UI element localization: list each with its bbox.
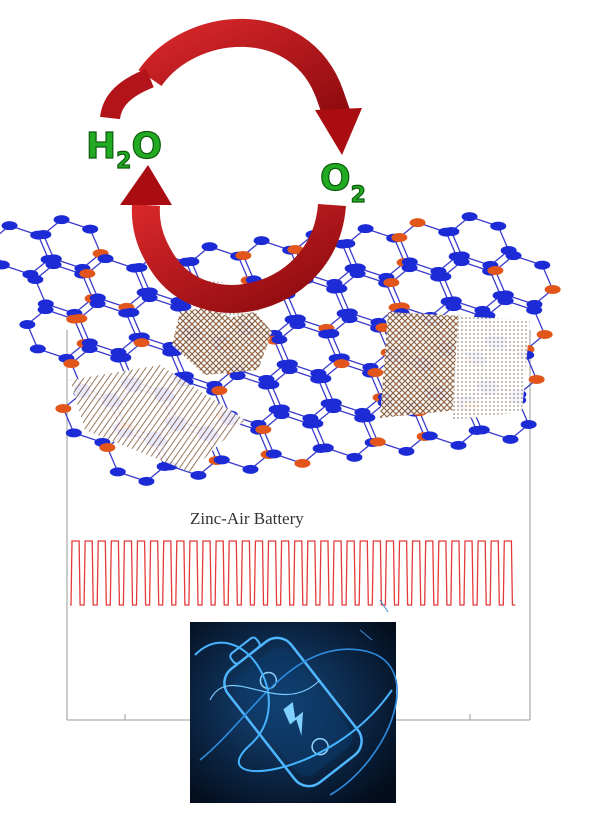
carbon-atom bbox=[502, 434, 519, 444]
carbon-atom bbox=[19, 320, 36, 330]
nanoparticle-left bbox=[70, 365, 245, 472]
o2-label: O2 bbox=[320, 158, 366, 208]
dopant-atom bbox=[369, 437, 386, 447]
dopant-atom bbox=[487, 266, 504, 276]
carbon-atom bbox=[323, 329, 340, 339]
carbon-atom bbox=[35, 230, 52, 240]
carbon-atom bbox=[289, 320, 306, 330]
zinc-air-battery-label: Zinc-Air Battery bbox=[190, 509, 304, 528]
carbon-atom bbox=[273, 410, 290, 420]
carbon-atom bbox=[263, 380, 280, 390]
carbon-atom bbox=[115, 353, 132, 363]
carbon-atom bbox=[123, 308, 140, 318]
carbon-atom bbox=[131, 263, 148, 273]
carbon-atom bbox=[271, 335, 288, 345]
dopant-atom bbox=[99, 443, 116, 453]
carbon-atom bbox=[346, 452, 363, 462]
carbon-atom bbox=[505, 251, 522, 261]
carbon-atom bbox=[97, 254, 114, 264]
carbon-atom bbox=[27, 275, 44, 285]
carbon-atom bbox=[45, 260, 62, 270]
carbon-atom bbox=[29, 344, 46, 354]
carbon-atom bbox=[421, 431, 438, 441]
dopant-atom bbox=[235, 251, 252, 261]
cycle-arrow-icon bbox=[100, 18, 362, 313]
carbon-atom bbox=[89, 299, 106, 309]
carbon-atom bbox=[461, 212, 478, 222]
carbon-atom bbox=[253, 236, 270, 246]
carbon-atom bbox=[37, 305, 54, 315]
carbon-atom bbox=[190, 470, 207, 480]
dopant-atom bbox=[391, 233, 408, 243]
carbon-atom bbox=[281, 365, 298, 375]
dopant-atom bbox=[133, 338, 150, 348]
dopant-atom bbox=[383, 278, 400, 288]
h2o-label: H2O bbox=[86, 126, 162, 174]
carbon-atom bbox=[315, 374, 332, 384]
carbon-atom bbox=[339, 239, 356, 249]
dopant-atom bbox=[55, 404, 72, 414]
carbon-atom bbox=[317, 443, 334, 453]
dopant-atom bbox=[333, 359, 350, 369]
carbon-atom bbox=[81, 344, 98, 354]
dopant-atom bbox=[544, 284, 561, 294]
carbon-atom bbox=[520, 419, 537, 429]
carbon-atom bbox=[445, 302, 462, 312]
carbon-atom bbox=[341, 314, 358, 324]
carbon-atom bbox=[183, 257, 200, 267]
dopant-atom bbox=[528, 374, 545, 384]
plot-frame bbox=[66, 330, 531, 721]
carbon-atom bbox=[1, 221, 18, 231]
carbon-atom bbox=[473, 425, 490, 435]
carbon-atom bbox=[141, 293, 158, 303]
carbon-atom bbox=[443, 227, 460, 237]
dopant-atom bbox=[71, 314, 88, 324]
dopant-atom bbox=[294, 458, 311, 468]
dopant-atom bbox=[536, 329, 553, 339]
carbon-atom bbox=[450, 440, 467, 450]
carbon-atom bbox=[265, 449, 282, 459]
carbon-atom bbox=[65, 428, 82, 438]
dopant-atom bbox=[287, 245, 304, 255]
carbon-atom bbox=[357, 224, 374, 234]
carbon-atom bbox=[201, 242, 218, 252]
dopant-atom bbox=[79, 269, 96, 279]
battery-image bbox=[190, 599, 398, 803]
carbon-atom bbox=[109, 467, 126, 477]
carbon-atom bbox=[349, 269, 366, 279]
carbon-atom bbox=[138, 476, 155, 486]
carbon-atom bbox=[490, 221, 507, 231]
dopant-atom bbox=[409, 218, 426, 228]
carbon-atom bbox=[82, 224, 99, 234]
carbon-atom bbox=[0, 260, 10, 270]
dopant-atom bbox=[63, 359, 80, 369]
dopant-atom bbox=[255, 425, 272, 435]
carbon-atom bbox=[307, 419, 324, 429]
carbon-atom bbox=[229, 371, 246, 381]
carbon-atom bbox=[453, 257, 470, 267]
carbon-atom bbox=[398, 446, 415, 456]
carbon-atom bbox=[242, 464, 259, 474]
carbon-atom bbox=[53, 215, 70, 225]
battery-icon bbox=[194, 599, 398, 796]
carbon-atom bbox=[497, 296, 514, 306]
carbon-atom bbox=[331, 284, 348, 294]
carbon-atom bbox=[526, 305, 543, 315]
carbon-atom bbox=[435, 272, 452, 282]
carbon-atom bbox=[175, 302, 192, 312]
charge-discharge-waveform bbox=[70, 540, 516, 606]
carbon-atom bbox=[534, 260, 551, 270]
carbon-atom bbox=[359, 413, 376, 423]
carbon-atom bbox=[213, 455, 230, 465]
dopant-atom bbox=[367, 368, 384, 378]
nanoparticle-right bbox=[380, 312, 530, 420]
dopant-atom bbox=[211, 386, 228, 396]
carbon-atom bbox=[325, 404, 342, 414]
carbon-atom bbox=[401, 263, 418, 273]
